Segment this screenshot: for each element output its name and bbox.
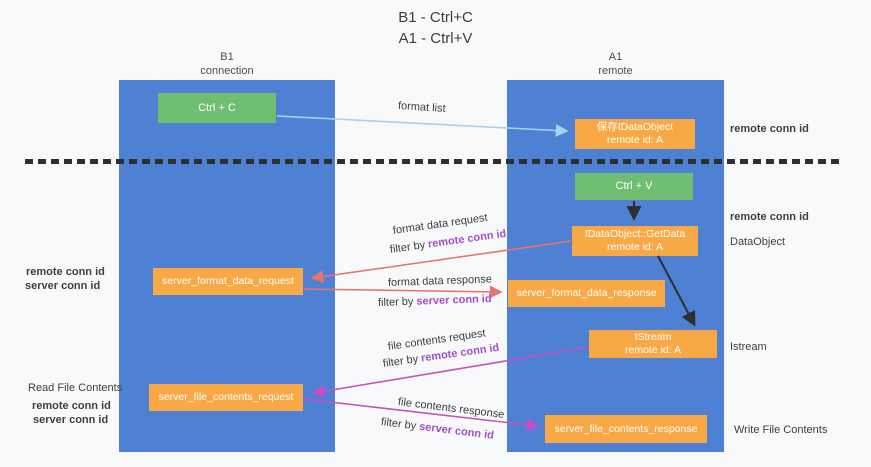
node-file-response-label: server_file_contents_response: [554, 422, 698, 435]
lifeline-a1-title: A1: [608, 51, 623, 63]
node-server-format-data-request: server_format_data_request: [153, 268, 303, 295]
node-idataobject-getdata: IDataObject::GetData remote id: A: [572, 226, 698, 256]
node-save-idataobject-line1: 保存IDataObject: [596, 121, 674, 133]
node-ctrl-v: Ctrl + V: [575, 173, 693, 200]
node-istream: IStream remote id: A: [589, 330, 717, 358]
node-format-request-label: server_format_data_request: [162, 275, 294, 287]
annotation-server-conn-id-left: server conn id: [25, 280, 101, 292]
annotation-istream: Istream: [730, 341, 767, 353]
annotation-read-file-contents: Read File Contents: [28, 382, 123, 394]
node-file-request-label: server_file_contents_request: [158, 391, 294, 403]
node-server-format-data-response: server_format_data_response: [508, 280, 665, 307]
annotation-write-file-contents: Write File Contents: [734, 424, 828, 436]
node-server-file-contents-request: server_file_contents_request: [149, 384, 303, 411]
lifeline-header-a1: A1 remote: [507, 50, 724, 78]
phase-divider-dashed-line: [25, 159, 843, 164]
title-line-2: A1 - Ctrl+V: [398, 30, 473, 47]
annotation-dataobject: DataObject: [730, 236, 786, 248]
node-format-response-label: server_format_data_response: [516, 287, 657, 299]
edge-label-format-list: format list: [397, 100, 446, 115]
annotation-remote-conn-id-mid: remote conn id: [730, 211, 809, 223]
edge-label-format-data-response: format data response: [387, 273, 493, 289]
annotation-remote-conn-id-bottom-left: remote conn id: [32, 400, 111, 412]
lifeline-header-b1: B1 connection: [119, 50, 335, 78]
node-ctrl-v-label: Ctrl + V: [615, 180, 653, 192]
node-getdata-line1: IDataObject::GetData: [584, 228, 686, 240]
title-line-1: B1 - Ctrl+C: [398, 9, 473, 26]
node-server-file-contents-response: server_file_contents_response: [545, 415, 707, 443]
lifeline-a1-subtitle: remote: [598, 65, 633, 77]
diagram-title: B1 - Ctrl+C A1 - Ctrl+V: [0, 7, 871, 49]
annotation-remote-conn-id-left: remote conn id: [26, 266, 105, 278]
annotation-server-conn-id-bottom-left: server conn id: [33, 414, 109, 426]
node-ctrl-c-label: Ctrl + C: [198, 101, 236, 114]
node-istream-line2: remote id: A: [624, 344, 682, 356]
annotation-remote-conn-id-top: remote conn id: [730, 123, 809, 135]
node-getdata-line2: remote id: A: [606, 241, 664, 253]
node-save-idataobject-line2: remote id: A: [606, 134, 664, 146]
node-save-idataobject: 保存IDataObject remote id: A: [575, 119, 695, 149]
edge-label-file-contents-response: file contents response: [397, 396, 505, 421]
node-istream-line1: IStream: [634, 331, 672, 343]
lifeline-b1-title: B1: [220, 51, 234, 63]
lifeline-b1-subtitle: connection: [200, 65, 254, 77]
node-ctrl-c: Ctrl + C: [158, 93, 276, 123]
